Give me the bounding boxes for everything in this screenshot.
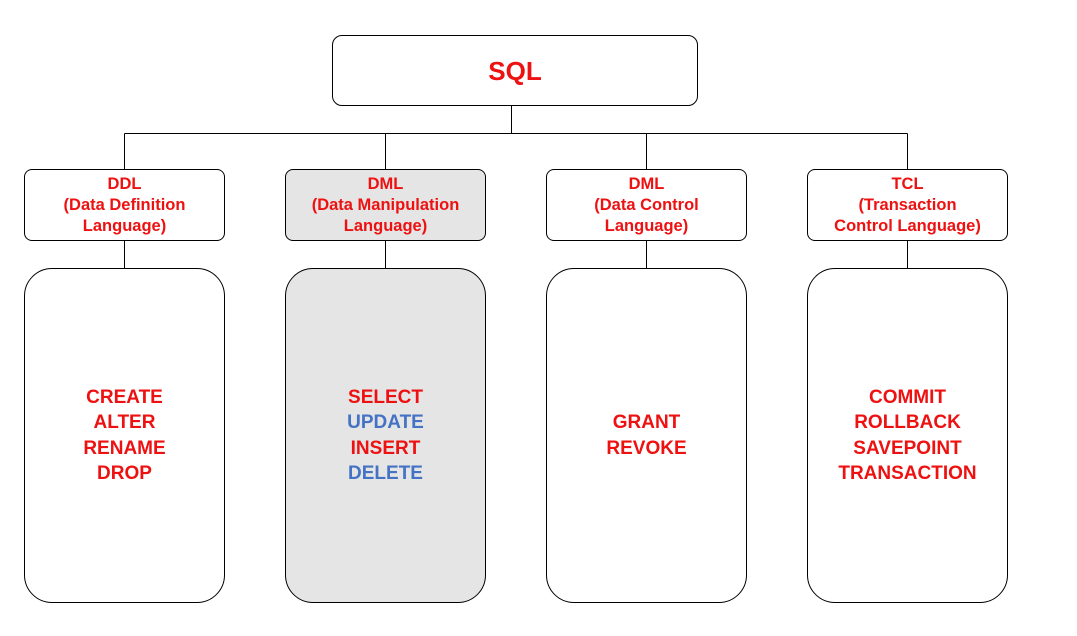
category-abbrev: DML: [628, 174, 665, 193]
sql-root-node: SQL: [332, 35, 698, 106]
command-item: RENAME: [83, 437, 166, 459]
command-item: DROP: [97, 463, 152, 484]
category-node-dml: DML (Data Manipulation Language): [285, 169, 486, 241]
category-node-ddl: DDL (Data Definition Language): [24, 169, 225, 241]
command-item: GRANT: [612, 412, 681, 433]
category-node-dcl: DML (Data Control Language): [546, 169, 747, 241]
category-name-line: (Data Control: [594, 195, 699, 214]
category-abbrev: DML: [367, 174, 404, 193]
command-box-dcl: GRANT REVOKE: [546, 268, 747, 603]
command-item: TRANSACTION: [838, 463, 977, 484]
category-name-line: Language): [604, 216, 689, 235]
command-item: ALTER: [93, 412, 156, 433]
command-item: REVOKE: [606, 437, 687, 459]
category-name-line: Language): [82, 216, 167, 235]
command-box-ddl: CREATE ALTER RENAME DROP: [24, 268, 225, 603]
command-box-tcl: COMMIT ROLLBACK SAVEPOINT TRANSACTION: [807, 268, 1008, 603]
command-item: SAVEPOINT: [853, 437, 962, 459]
command-item: ROLLBACK: [854, 412, 961, 433]
command-item: UPDATE: [347, 412, 424, 433]
category-name-line: Control Language): [834, 216, 981, 235]
command-item: INSERT: [350, 437, 421, 459]
command-item: DELETE: [348, 463, 423, 484]
category-abbrev: TCL: [891, 174, 924, 193]
command-item: CREATE: [86, 386, 163, 408]
sql-root-label: SQL: [488, 55, 542, 86]
category-name-line: Language): [343, 216, 428, 235]
category-node-tcl: TCL (Transaction Control Language): [807, 169, 1008, 241]
category-name-line: (Data Manipulation: [311, 195, 460, 214]
command-box-dml: SELECT UPDATE INSERT DELETE: [285, 268, 486, 603]
command-item: SELECT: [348, 386, 423, 408]
category-name-line: (Transaction: [858, 195, 957, 214]
command-item: COMMIT: [868, 386, 947, 408]
category-name-line: (Data Definition: [63, 195, 186, 214]
category-abbrev: DDL: [107, 174, 142, 193]
